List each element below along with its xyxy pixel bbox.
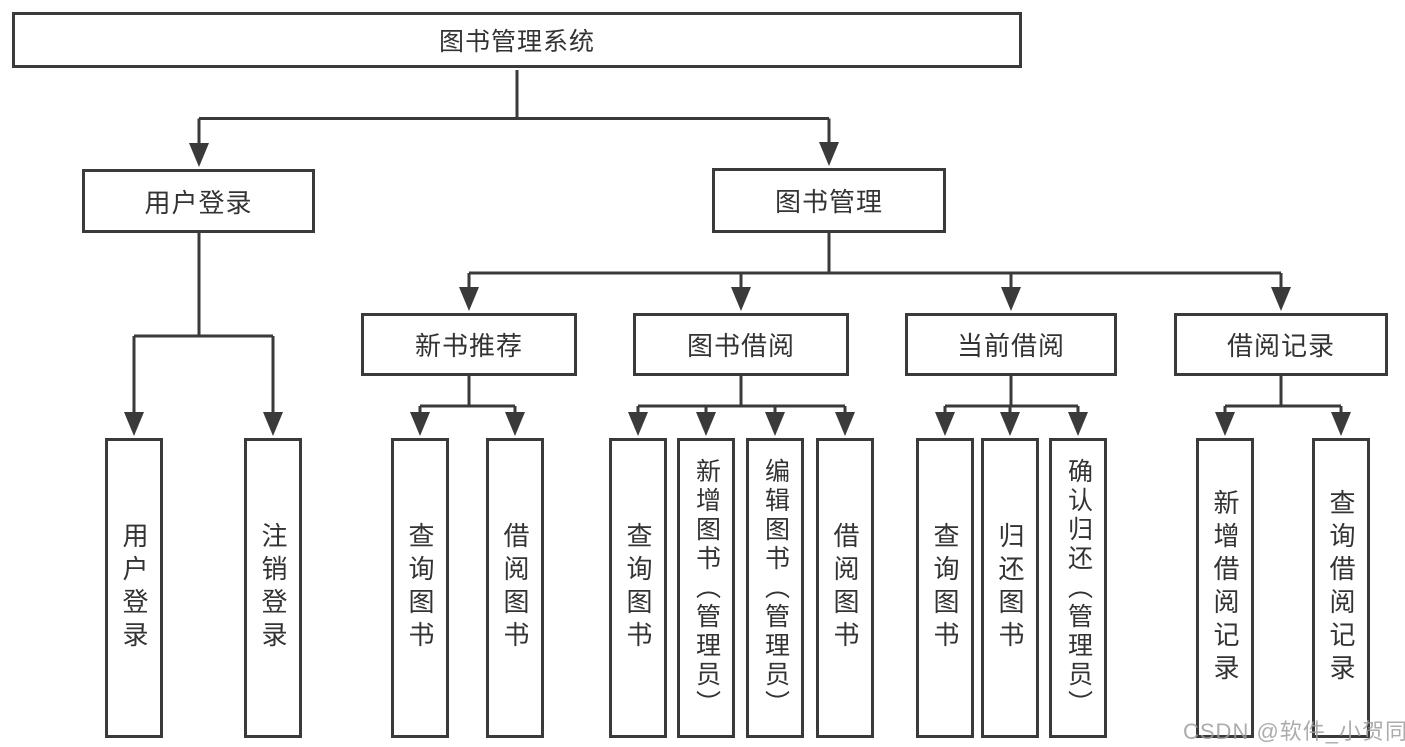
leaf-borrow-borrow-books-label: 借阅图书 [830,522,860,654]
leaf-records-query-record: 查询借阅记录 [1312,438,1370,738]
leaf-current-return-books-label: 归还图书 [995,522,1025,654]
node-root-label: 图书管理系统 [438,28,595,56]
leaf-records-add-record: 新增借阅记录 [1196,438,1254,738]
leaf-current-return-books: 归还图书 [981,438,1039,738]
node-current-borrow: 当前借阅 [905,313,1117,376]
leaf-borrow-edit-books-admin-label: 编辑图书（管理员） [761,457,790,719]
leaf-user-login: 用户登录 [105,438,163,738]
leaf-recommend-query-books: 查询图书 [391,438,449,738]
leaf-recommend-borrow-books: 借阅图书 [486,438,544,738]
node-user-login-label: 用户登录 [144,187,253,218]
leaf-recommend-query-books-label: 查询图书 [405,522,435,654]
leaf-records-query-record-label: 查询借阅记录 [1326,489,1356,687]
leaf-borrow-add-books-admin-label: 新增图书（管理员） [692,457,721,719]
leaf-borrow-add-books-admin: 新增图书（管理员） [677,438,735,738]
leaf-borrow-edit-books-admin: 编辑图书（管理员） [746,438,804,738]
node-new-book-recommend-label: 新书推荐 [414,331,523,361]
leaf-recommend-borrow-books-label: 借阅图书 [500,522,530,654]
csdn-watermark: CSDN @软件_小贺同学 [1183,719,1405,744]
leaf-current-confirm-return-admin: 确认归还（管理员） [1049,438,1107,738]
node-new-book-recommend: 新书推荐 [361,313,577,376]
node-root-library-system: 图书管理系统 [12,12,1022,68]
leaf-logout-login: 注销登录 [244,438,302,738]
arrowheads [124,142,1351,436]
leaf-borrow-query-books-label: 查询图书 [623,522,653,654]
leaf-borrow-borrow-books: 借阅图书 [816,438,874,738]
leaf-current-query-books-label: 查询图书 [930,522,960,654]
leaf-current-confirm-return-admin-label: 确认归还（管理员） [1064,457,1093,719]
node-current-borrow-label: 当前借阅 [956,331,1065,361]
node-borrow-records: 借阅记录 [1174,313,1388,376]
node-user-login: 用户登录 [82,169,315,233]
leaf-current-query-books: 查询图书 [916,438,974,738]
node-book-management-label: 图书管理 [774,187,883,217]
node-book-borrow: 图书借阅 [633,313,849,376]
node-book-management: 图书管理 [712,168,946,233]
leaf-borrow-query-books: 查询图书 [609,438,667,738]
leaf-user-login-label: 用户登录 [119,522,149,654]
leaf-records-add-record-label: 新增借阅记录 [1210,489,1240,687]
leaf-logout-login-label: 注销登录 [258,522,288,654]
node-book-borrow-label: 图书借阅 [686,331,795,361]
node-borrow-records-label: 借阅记录 [1226,331,1335,361]
